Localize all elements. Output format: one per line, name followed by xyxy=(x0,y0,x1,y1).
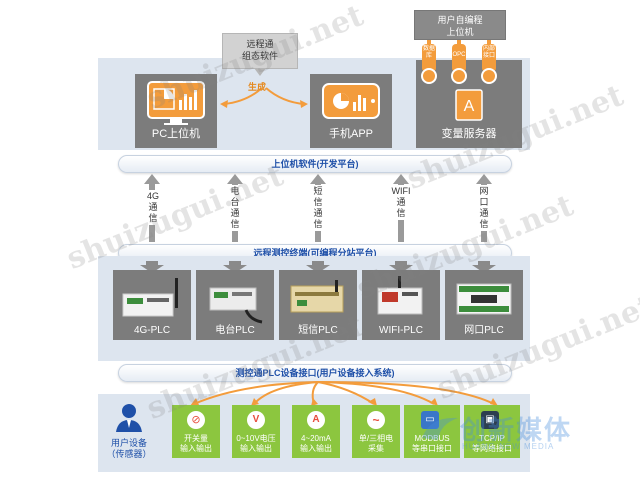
channel-label-3: WIFI 通 信 xyxy=(391,185,411,220)
current-icon: A xyxy=(307,411,325,429)
svg-text:A: A xyxy=(464,98,475,115)
voltage-icon: V xyxy=(247,411,265,429)
logo-mark xyxy=(422,417,458,440)
device-wifi[interactable]: WIFI-PLC xyxy=(362,270,440,340)
ac-wave-icon: ~ xyxy=(367,411,385,429)
interface-label-5: TCP/IP 等网络接口 xyxy=(472,434,512,453)
interface-label-4: MODBUS 等串口接口 xyxy=(412,434,452,453)
app-label: 手机APP xyxy=(328,128,373,140)
user-program-text: 用户自编程 上位机 xyxy=(437,15,483,37)
channel-label-2: 短 信 通 信 xyxy=(312,185,324,231)
interface-switch[interactable]: ⊘ 开关量 输入输出 xyxy=(172,405,220,458)
protocol-label-2: 内部接口 xyxy=(483,46,496,59)
generate-label: 生成 xyxy=(248,82,267,92)
radio-plc-device-icon xyxy=(209,287,263,324)
serial-port-icon: ▭ xyxy=(421,411,439,429)
server-label: 变量服务器 xyxy=(441,128,497,140)
protocol-pin-0: 数据库 xyxy=(420,40,438,84)
logo-text: 创新媒体 xyxy=(460,415,573,445)
channel-label-0: 4G 通 信 xyxy=(146,190,160,225)
device-sms[interactable]: 短信PLC xyxy=(279,270,357,340)
interface-tcp[interactable]: ▣ TCP/IP 等网络接口 xyxy=(464,405,520,458)
pc-card[interactable]: PC上位机 xyxy=(135,74,217,148)
ethernet-plc-device-icon xyxy=(456,283,512,315)
switch-icon: ⊘ xyxy=(187,411,205,429)
4g-plc-device-icon xyxy=(122,278,178,317)
device-label-3: WIFI-PLC xyxy=(379,325,423,336)
channel-label-1: 电 台 通 信 xyxy=(229,185,241,231)
interface-current[interactable]: A 4~20mA 输入输出 xyxy=(292,405,340,458)
sms-plc-device-icon xyxy=(290,280,344,313)
interface-modbus[interactable]: ▭ MODBUS 等串口接口 xyxy=(404,405,460,458)
user-device-label: 用户设备 （传感器） xyxy=(106,438,152,459)
pc-label: PC上位机 xyxy=(151,128,201,140)
media-logo: 创新媒体 HUANG NEW MEDIA xyxy=(418,408,618,458)
upper-platform-bar: 上位机软件(开发平台) xyxy=(118,155,512,173)
channel-label-4: 网 口 通 信 xyxy=(478,185,490,231)
protocol-label-0: 数据库 xyxy=(423,46,436,59)
generate-arrows xyxy=(220,87,308,108)
interface-voltage[interactable]: V 0~10V电压 输入输出 xyxy=(232,405,280,458)
device-ethernet[interactable]: 网口PLC xyxy=(445,270,523,340)
protocol-pin-2: 内部接口 xyxy=(480,40,498,84)
interface-label-2: 4~20mA 输入输出 xyxy=(300,434,332,453)
config-software-callout: 远程通 组态软件 xyxy=(222,33,298,69)
interface-label-0: 开关量 输入输出 xyxy=(180,434,212,453)
interface-arrows xyxy=(190,381,498,406)
database-icon: A xyxy=(455,89,483,121)
user-program-box: 用户自编程 上位机 xyxy=(414,10,506,40)
logo-subtext: HUANG NEW MEDIA xyxy=(462,442,555,451)
app-card[interactable]: 手机APP xyxy=(310,74,392,148)
callout-pointer xyxy=(254,68,266,76)
user-icon xyxy=(116,404,142,432)
interface-label-3: 单/三相电 采集 xyxy=(358,434,394,453)
phone-icon xyxy=(322,83,380,119)
interface-label-1: 0~10V电压 输入输出 xyxy=(236,434,276,453)
interface-power[interactable]: ~ 单/三相电 采集 xyxy=(352,405,400,458)
device-label-4: 网口PLC xyxy=(464,325,504,336)
device-label-2: 短信PLC xyxy=(298,325,338,336)
monitor-icon xyxy=(147,81,205,125)
protocol-pin-1: OPC xyxy=(450,40,468,84)
wifi-plc-device-icon xyxy=(377,276,423,315)
device-radio[interactable]: 电台PLC xyxy=(196,270,274,340)
protocol-label-1: OPC xyxy=(452,52,466,58)
config-software-text: 远程通 组态软件 xyxy=(241,39,278,61)
device-label-0: 4G-PLC xyxy=(133,325,171,336)
device-label-1: 电台PLC xyxy=(215,325,255,336)
network-port-icon: ▣ xyxy=(481,411,499,429)
device-4g[interactable]: 4G-PLC xyxy=(113,270,191,340)
device-arrows xyxy=(140,261,496,273)
